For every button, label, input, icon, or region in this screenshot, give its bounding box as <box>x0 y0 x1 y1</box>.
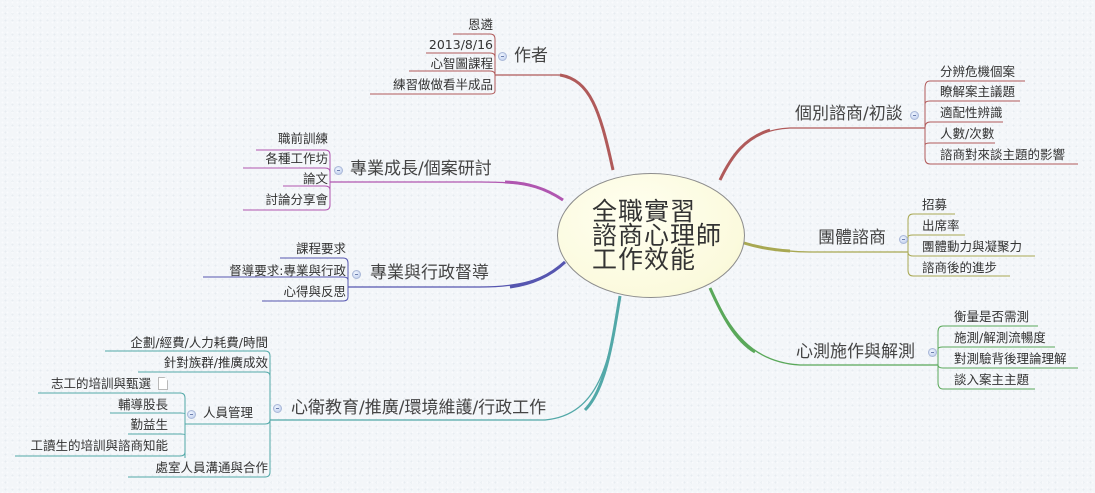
topic-professional-growth[interactable]: 專業成長/個案研討 <box>350 159 492 179</box>
central-topic[interactable]: 全職實習 諮商心理師 工作效能 <box>557 173 745 298</box>
collapse-group-icon[interactable] <box>899 235 908 244</box>
assessment-item-4[interactable]: 談入案主主題 <box>954 372 1030 387</box>
central-topic-line-3: 工作效能 <box>592 244 697 274</box>
author-item-2[interactable]: 2013/8/16 <box>428 37 493 52</box>
group-item-4[interactable]: 諮商後的進步 <box>922 260 998 275</box>
central-topic-line-2: 諮商心理師 <box>592 220 723 250</box>
collapse-individual-icon[interactable] <box>910 111 919 120</box>
topic-assessment[interactable]: 心測施作與解測 <box>796 342 915 362</box>
group-item-1[interactable]: 招募 <box>922 197 948 212</box>
topic-supervision[interactable]: 專業與行政督導 <box>370 263 489 283</box>
topic-mental-health[interactable]: 心衛教育/推廣/環境維護/行政工作 <box>291 398 547 418</box>
group-item-3[interactable]: 團體動力與凝聚力 <box>922 239 1023 254</box>
collapse-supervision-icon[interactable] <box>352 270 361 279</box>
growth-item-2[interactable]: 各種工作坊 <box>265 151 328 166</box>
personnel-item-1[interactable]: 志工的培訓與甄選 <box>50 376 151 391</box>
collapse-author-icon[interactable] <box>498 52 507 61</box>
author-item-3[interactable]: 心智圖課程 <box>430 56 493 71</box>
note-icon[interactable] <box>158 377 168 390</box>
assessment-item-1[interactable]: 衡量是否需測 <box>954 309 1030 324</box>
collapse-mental-health-icon[interactable] <box>273 404 282 413</box>
individual-item-5[interactable]: 諮商對來談主題的影響 <box>940 147 1066 162</box>
personnel-item-2[interactable]: 輔導股長 <box>117 397 168 412</box>
author-item-4[interactable]: 練習做做看半成品 <box>392 77 493 92</box>
growth-item-4[interactable]: 討論分享會 <box>265 192 328 207</box>
growth-item-1[interactable]: 職前訓練 <box>277 131 328 146</box>
individual-item-1[interactable]: 分辨危機個案 <box>940 64 1016 79</box>
central-topic-line-1: 全職實習 <box>592 196 697 226</box>
collapse-assessment-icon[interactable] <box>928 348 937 357</box>
individual-item-4[interactable]: 人數/次數 <box>940 126 995 141</box>
supervision-item-3[interactable]: 心得與反思 <box>283 284 346 299</box>
supervision-item-2[interactable]: 督導要求:專業與行政 <box>229 263 346 278</box>
mental-health-item-4[interactable]: 處室人員溝通與合作 <box>155 460 268 475</box>
personnel-item-4[interactable]: 工讀生的培訓與諮商知能 <box>30 438 168 453</box>
collapse-professional-growth-icon[interactable] <box>334 166 343 175</box>
topic-individual[interactable]: 個別諮商/初談 <box>795 104 903 124</box>
collapse-personnel-icon[interactable] <box>187 410 196 419</box>
author-item-1[interactable]: 恩遴 <box>467 17 493 32</box>
assessment-item-3[interactable]: 對測驗背後理論理解 <box>954 351 1067 366</box>
mental-health-item-2[interactable]: 針對族群/推廣成效 <box>163 355 268 370</box>
topic-personnel[interactable]: 人員管理 <box>203 405 254 420</box>
mental-health-item-1[interactable]: 企劃/經費/人力耗費/時間 <box>130 335 268 350</box>
topic-group[interactable]: 團體諮商 <box>818 228 886 248</box>
personnel-item-3[interactable]: 勤益生 <box>130 417 168 432</box>
individual-item-2[interactable]: 瞭解案主議題 <box>940 84 1016 99</box>
assessment-item-2[interactable]: 施測/解測流暢度 <box>954 330 1046 345</box>
individual-item-3[interactable]: 適配性辨識 <box>940 105 1003 120</box>
supervision-item-1[interactable]: 課程要求 <box>295 241 346 256</box>
group-item-2[interactable]: 出席率 <box>922 218 960 233</box>
topic-author[interactable]: 作者 <box>514 46 548 66</box>
growth-item-3[interactable]: 論文 <box>302 171 328 186</box>
